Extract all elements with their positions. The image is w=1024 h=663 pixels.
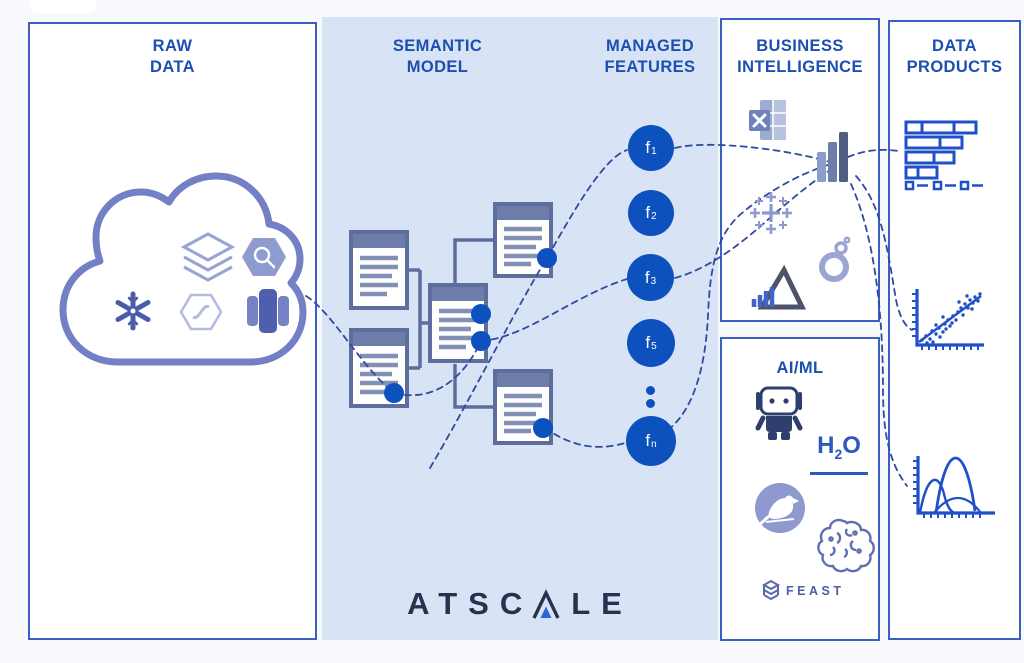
h2o-logo: H2O	[810, 433, 868, 475]
feast-logo-label: FEAST	[786, 584, 845, 598]
atscale-triangle-icon	[532, 589, 560, 619]
atscale-logo-suffix: LE	[571, 586, 633, 621]
feature-ellipsis-dot	[646, 399, 655, 408]
panel-data-products	[888, 20, 1021, 640]
feature-ellipsis-dot	[646, 386, 655, 395]
screen-artifact	[30, 0, 96, 13]
atscale-logo: ATSC LE	[322, 584, 718, 624]
atscale-logo-prefix: ATSC	[407, 586, 534, 621]
panel-raw-data	[28, 22, 317, 640]
ai-ml-title: AI/ML	[776, 359, 824, 377]
